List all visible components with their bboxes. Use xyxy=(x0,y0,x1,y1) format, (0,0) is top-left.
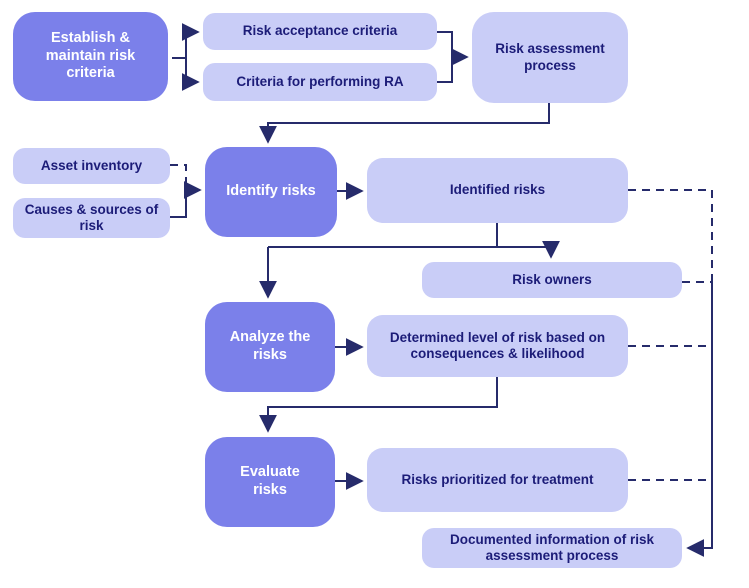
node-evaluate-risks: Evaluate risks xyxy=(205,437,335,527)
node-establish-criteria-label: Establish & maintain risk criteria xyxy=(45,29,136,82)
node-analyze-risks: Analyze the risks xyxy=(205,302,335,392)
node-risks-prioritized-for-treatment: Risks prioritized for treatment xyxy=(367,448,628,512)
edge-asset-identify xyxy=(170,164,187,186)
node-criteria-performing-ra: Criteria for performing RA xyxy=(203,63,437,101)
edge-determined-evaluate xyxy=(259,377,498,433)
edge-identified-rail xyxy=(628,189,713,281)
node-risk-assessment-process: Risk assessment process xyxy=(472,12,628,103)
node-risk-owners: Risk owners xyxy=(422,262,682,298)
node-establish-criteria: Establish & maintain risk criteria xyxy=(13,12,168,101)
node-identified-risks: Identified risks xyxy=(367,158,628,223)
node-documented-information: Documented information of risk assessmen… xyxy=(422,528,682,568)
edge-rail-documented xyxy=(686,281,713,557)
edge-establish-split xyxy=(172,32,187,82)
node-identify-risks: Identify risks xyxy=(205,147,337,237)
edge-criteria-merge xyxy=(437,31,453,83)
node-evaluate-risks-label: Evaluate risks xyxy=(240,464,300,498)
node-causes-sources-of-risk: Causes & sources of risk xyxy=(13,198,170,238)
node-determined-level-of-risk-label: Determined level of risk based on conseq… xyxy=(389,329,606,361)
edge-causes-identify xyxy=(170,191,187,218)
node-risk-acceptance-criteria: Risk acceptance criteria xyxy=(203,13,437,50)
node-identify-risks-label: Identify risks xyxy=(226,183,316,200)
node-risk-assessment-process-label: Risk assessment process xyxy=(495,41,605,73)
node-risk-owners-label: Risk owners xyxy=(512,271,592,287)
node-documented-information-label: Documented information of risk assessmen… xyxy=(449,531,655,563)
node-risk-acceptance-criteria-label: Risk acceptance criteria xyxy=(242,23,398,39)
node-risks-prioritized-for-treatment-label: Risks prioritized for treatment xyxy=(401,471,594,487)
node-criteria-performing-ra-label: Criteria for performing RA xyxy=(236,73,404,89)
node-analyze-risks-label: Analyze the risks xyxy=(229,329,311,363)
node-asset-inventory: Asset inventory xyxy=(13,148,170,184)
node-asset-inventory-label: Asset inventory xyxy=(40,157,143,173)
node-causes-sources-of-risk-label: Causes & sources of risk xyxy=(24,201,159,233)
edge-identified-split xyxy=(268,223,551,248)
edge-process-identify xyxy=(259,103,550,144)
node-identified-risks-label: Identified risks xyxy=(449,182,546,198)
node-determined-level-of-risk: Determined level of risk based on conseq… xyxy=(367,315,628,377)
